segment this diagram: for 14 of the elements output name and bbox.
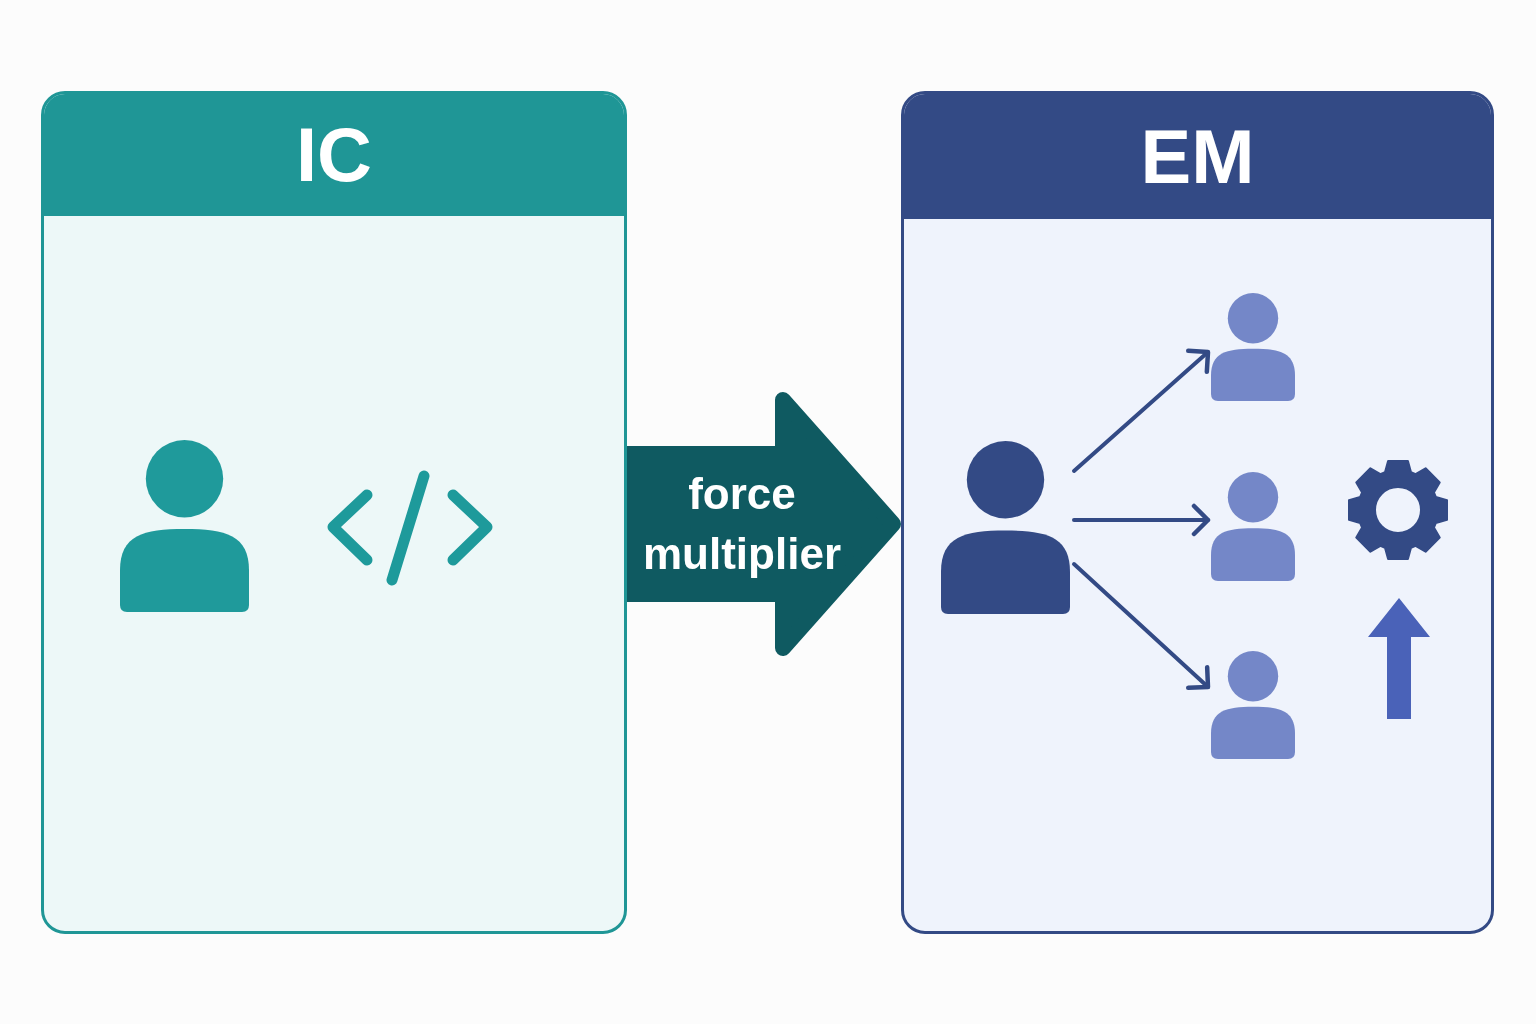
block-arrow <box>627 392 901 656</box>
edge-label: force multiplier <box>642 468 842 580</box>
arrow <box>1072 562 1211 691</box>
arrow <box>1072 348 1211 473</box>
panel-title: EM <box>1140 118 1255 195</box>
person-icon <box>1211 292 1295 401</box>
person-icon <box>120 439 249 612</box>
arrow <box>1072 503 1211 537</box>
person-icon <box>1211 650 1295 759</box>
person-icon <box>941 440 1070 614</box>
panel-card <box>901 91 1494 934</box>
panel-card <box>41 91 627 934</box>
person-icon <box>1211 471 1295 581</box>
panel-title: IC <box>296 117 372 193</box>
